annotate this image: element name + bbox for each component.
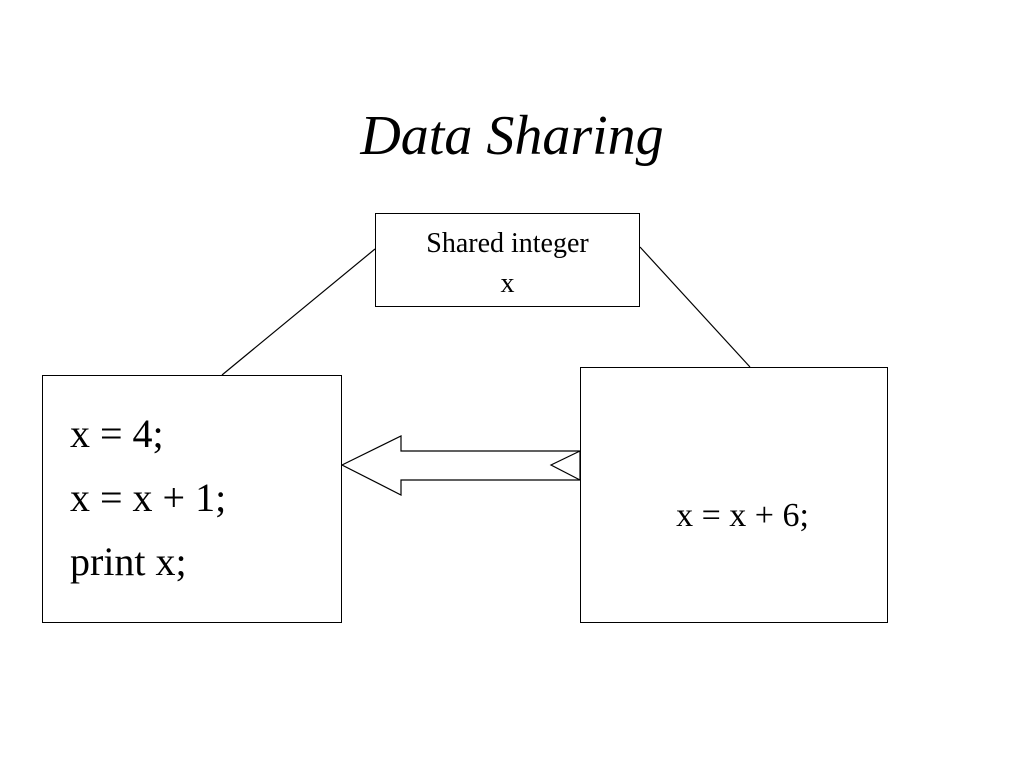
block-arrow-left [340, 435, 581, 496]
right-process-box: x = x + 6; [580, 367, 888, 623]
connector-line-left [221, 248, 376, 376]
arrow-tail-notch [549, 450, 581, 481]
shared-integer-label: Shared integer [426, 228, 589, 259]
code-line-2: x = x + 1; [70, 475, 227, 520]
right-code-line: x = x + 6; [676, 497, 809, 534]
code-line-1: x = 4; [70, 411, 164, 456]
code-line-3: print x; [70, 539, 187, 584]
connector-line-right [639, 246, 751, 368]
shared-integer-variable: x [500, 268, 515, 299]
left-process-box: x = 4; x = x + 1; print x; [42, 375, 342, 623]
slide-title: Data Sharing [360, 105, 664, 167]
shared-integer-box: Shared integer x [375, 213, 640, 307]
